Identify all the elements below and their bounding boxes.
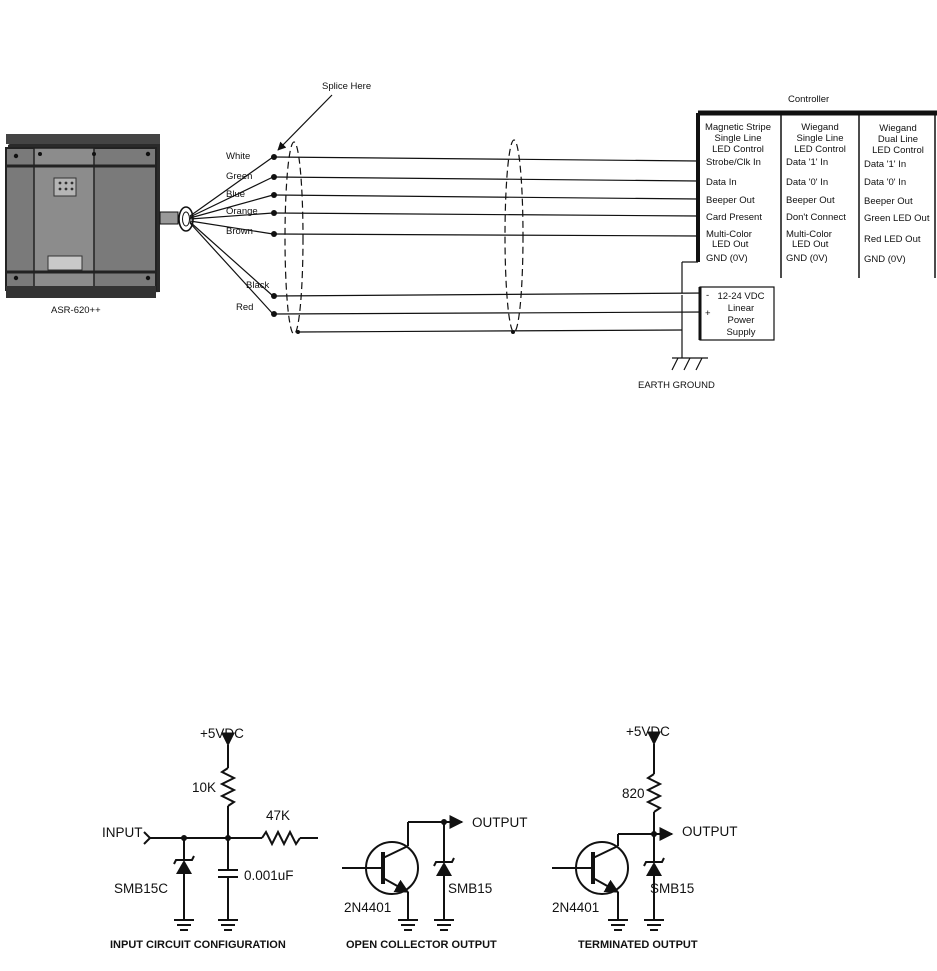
input-caption: INPUT CIRCUIT CONFIGURATION [110,939,286,951]
cable-runs [273,156,707,333]
oc-caption: OPEN COLLECTOR OUTPUT [346,939,497,951]
pin-label: Data In [706,177,737,188]
term-vcc-label: +5VDC [626,724,670,739]
pin-label: Multi-Color [786,229,832,240]
pin-label: Red LED Out [864,234,921,245]
splice-arrow [277,94,333,151]
wire-fan [189,156,274,315]
wire-label-orange: Orange [226,206,258,217]
wire-label-brown: Brown [226,226,253,237]
resistor-820 [645,773,663,813]
power-supply: - + 12-24 VDC Linear Power Supply [698,286,775,341]
reader-device [5,134,194,298]
column-header-line: LED Control [794,144,846,155]
pin-label: Don't Connect [786,212,846,223]
wire-label-green: Green [226,171,252,182]
wire-labels: White Green Blue Orange Brown Black Red [226,151,269,313]
input-circuit: +5VDC 10K INPUT 47K SMB15C 0.001uF INPUT… [102,726,318,951]
controller-column-mag-stripe: Magnetic Stripe Single Line LED Control … [705,122,771,264]
term-transistor-label: 2N4401 [552,900,599,915]
shield-dots [296,330,515,334]
pin-label: Multi-Color [706,229,752,240]
power-supply-line: Supply [726,327,755,338]
oc-diode-label: SMB15 [448,881,492,896]
pin-label: LED Out [712,239,749,250]
term-resistor-label: 820 [622,786,645,801]
resistor-47k [261,829,301,847]
pin-label: Data '0' In [864,177,906,188]
controller-block: Controller Magnetic Stripe Single Line L… [681,94,937,293]
pin-label: Green LED Out [864,213,930,224]
wire-label-white: White [226,151,250,162]
pin-label: GND (0V) [786,253,828,264]
column-header-line: Magnetic Stripe [705,122,771,133]
wire-label-black: Black [246,280,269,291]
r-pullup-label: 10K [192,780,216,795]
pin-label: Card Present [706,212,762,223]
column-header-line: Wiegand [879,123,917,134]
oc-transistor-label: 2N4401 [344,900,391,915]
pin-label: Beeper Out [786,195,835,206]
reader-label: ASR-620++ [51,305,101,316]
input-vcc-label: +5VDC [200,726,244,741]
controller-title: Controller [788,94,829,105]
pin-label: LED Out [792,239,829,250]
power-supply-line: Linear [728,303,754,314]
term-diode-label: SMB15 [650,881,694,896]
resistor-10k [219,767,237,807]
terminated-circuit: +5VDC 820 OUTPUT 2N4401 SMB15 TERMINATED… [552,724,738,951]
input-label: INPUT [102,825,143,840]
pin-label: Data '1' In [786,157,828,168]
input-diode-label: SMB15C [114,881,168,896]
column-header-line: Dual Line [878,134,918,145]
diode-smb15c [176,860,192,874]
column-header-line: Single Line [796,133,843,144]
terminal-dots [271,154,277,317]
diode-smb15 [436,862,452,876]
pin-label: GND (0V) [864,254,906,265]
wire-label-blue: Blue [226,189,245,200]
column-header-line: LED Control [712,144,764,155]
pin-label: GND (0V) [706,253,748,264]
pin-label: Beeper Out [864,196,913,207]
earth-ground-symbol [671,330,708,371]
pin-label: Strobe/Clk In [706,157,761,168]
column-header-line: Wiegand [801,122,839,133]
pin-label: Data '1' In [864,159,906,170]
wiring-diagram: ASR-620++ Splice Here White Green Blue O… [5,81,937,391]
power-supply-line: 12-24 VDC [718,291,765,302]
splice-label: Splice Here [322,81,371,92]
diode-smb15 [646,862,662,876]
cable-shield-ellipses [284,139,524,335]
pin-label: Data '0' In [786,177,828,188]
term-caption: TERMINATED OUTPUT [578,939,698,951]
controller-column-wiegand-dual: Wiegand Dual Line LED Control Data '1' I… [864,123,930,265]
power-supply-plus: + [705,308,711,319]
power-supply-line: Power [728,315,755,326]
earth-ground-label: EARTH GROUND [638,380,715,391]
column-header-line: Single Line [714,133,761,144]
controller-column-wiegand-single: Wiegand Single Line LED Control Data '1'… [786,122,846,264]
open-collector-circuit: OUTPUT 2N4401 SMB15 OPEN COLLECTOR OUTPU… [342,815,528,951]
capacitor-label: 0.001uF [244,868,294,883]
wire-label-red: Red [236,302,253,313]
oc-output-label: OUTPUT [472,815,528,830]
power-supply-minus: - [706,290,709,301]
term-output-label: OUTPUT [682,824,738,839]
pin-label: Beeper Out [706,195,755,206]
r-series-label: 47K [266,808,290,823]
column-header-line: LED Control [872,145,924,156]
